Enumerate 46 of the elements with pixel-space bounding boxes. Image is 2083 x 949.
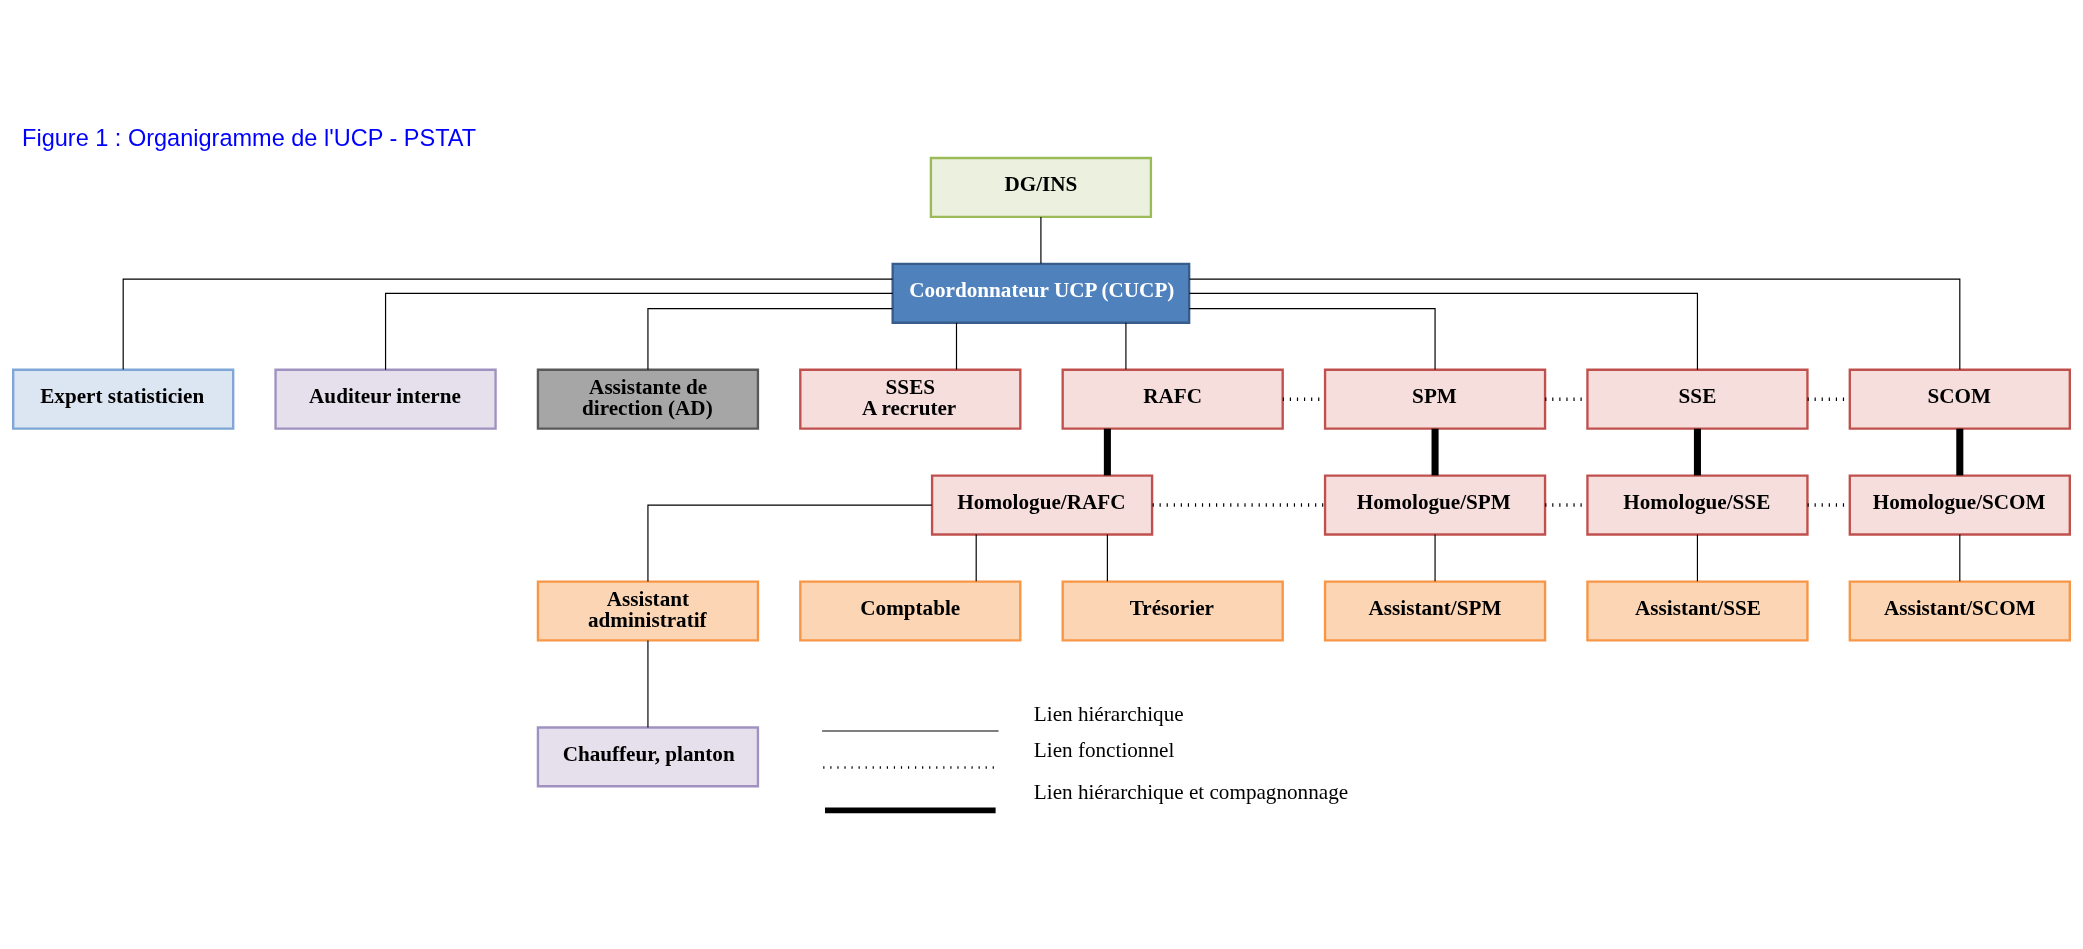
connector [1040,216,1042,265]
node-box: Assistant/SSE [1586,580,1809,642]
connector [122,278,894,371]
node-box: Homologue/SPM [1323,474,1547,536]
connector [1431,428,1439,476]
node-box: Expert statisticien [12,368,235,430]
connector [647,504,933,583]
node-box: Assistant administratif [536,580,760,642]
connector [1125,322,1127,371]
node-box: Assistant/SCOM [1848,580,2071,642]
node-box: Auditeur interne [274,368,497,430]
node-box: SCOM [1848,368,2071,430]
connector [1152,503,1326,507]
node-box: Chauffeur, planton [536,726,760,788]
node-box: Coordonnateur UCP (CUCP) [891,262,1191,324]
node-box: Trésorier [1061,580,1284,642]
connector [1188,292,1699,371]
node-box: DG/INS [929,156,1153,218]
node-box: Homologue/SSE [1586,474,1809,536]
connector [1103,428,1111,476]
node-box: Assistant/SPM [1323,580,1547,642]
legend-label: Lien hiérarchique [1033,701,1184,726]
node-box: SSES A recruter [799,368,1022,430]
node-box: Comptable [799,580,1022,642]
connector [647,639,649,728]
legend-label: Lien fonctionnel [1033,738,1175,763]
connector [1956,428,1964,476]
node-box: Homologue/RAFC [930,474,1154,536]
connector [1106,534,1108,582]
connector [1434,534,1436,582]
connector [1189,278,1961,371]
connector [1693,428,1701,476]
connector [1188,308,1436,371]
connector [955,322,958,371]
connector [1959,534,1961,582]
node-box: SSE [1586,368,1809,430]
connector [975,534,977,582]
connector [384,292,894,371]
node-box: Assistante de direction (AD) [536,368,760,430]
legend-label: Lien hiérarchique et compagnonnage [1033,779,1349,804]
connector [647,308,893,371]
node-box: SPM [1323,368,1547,430]
node-box: RAFC [1061,368,1284,430]
diagram-title: Figure 1 : Organigramme de l'UCP - PSTAT [22,125,477,152]
node-box: Homologue/SCOM [1848,474,2071,536]
connector [1696,534,1699,582]
